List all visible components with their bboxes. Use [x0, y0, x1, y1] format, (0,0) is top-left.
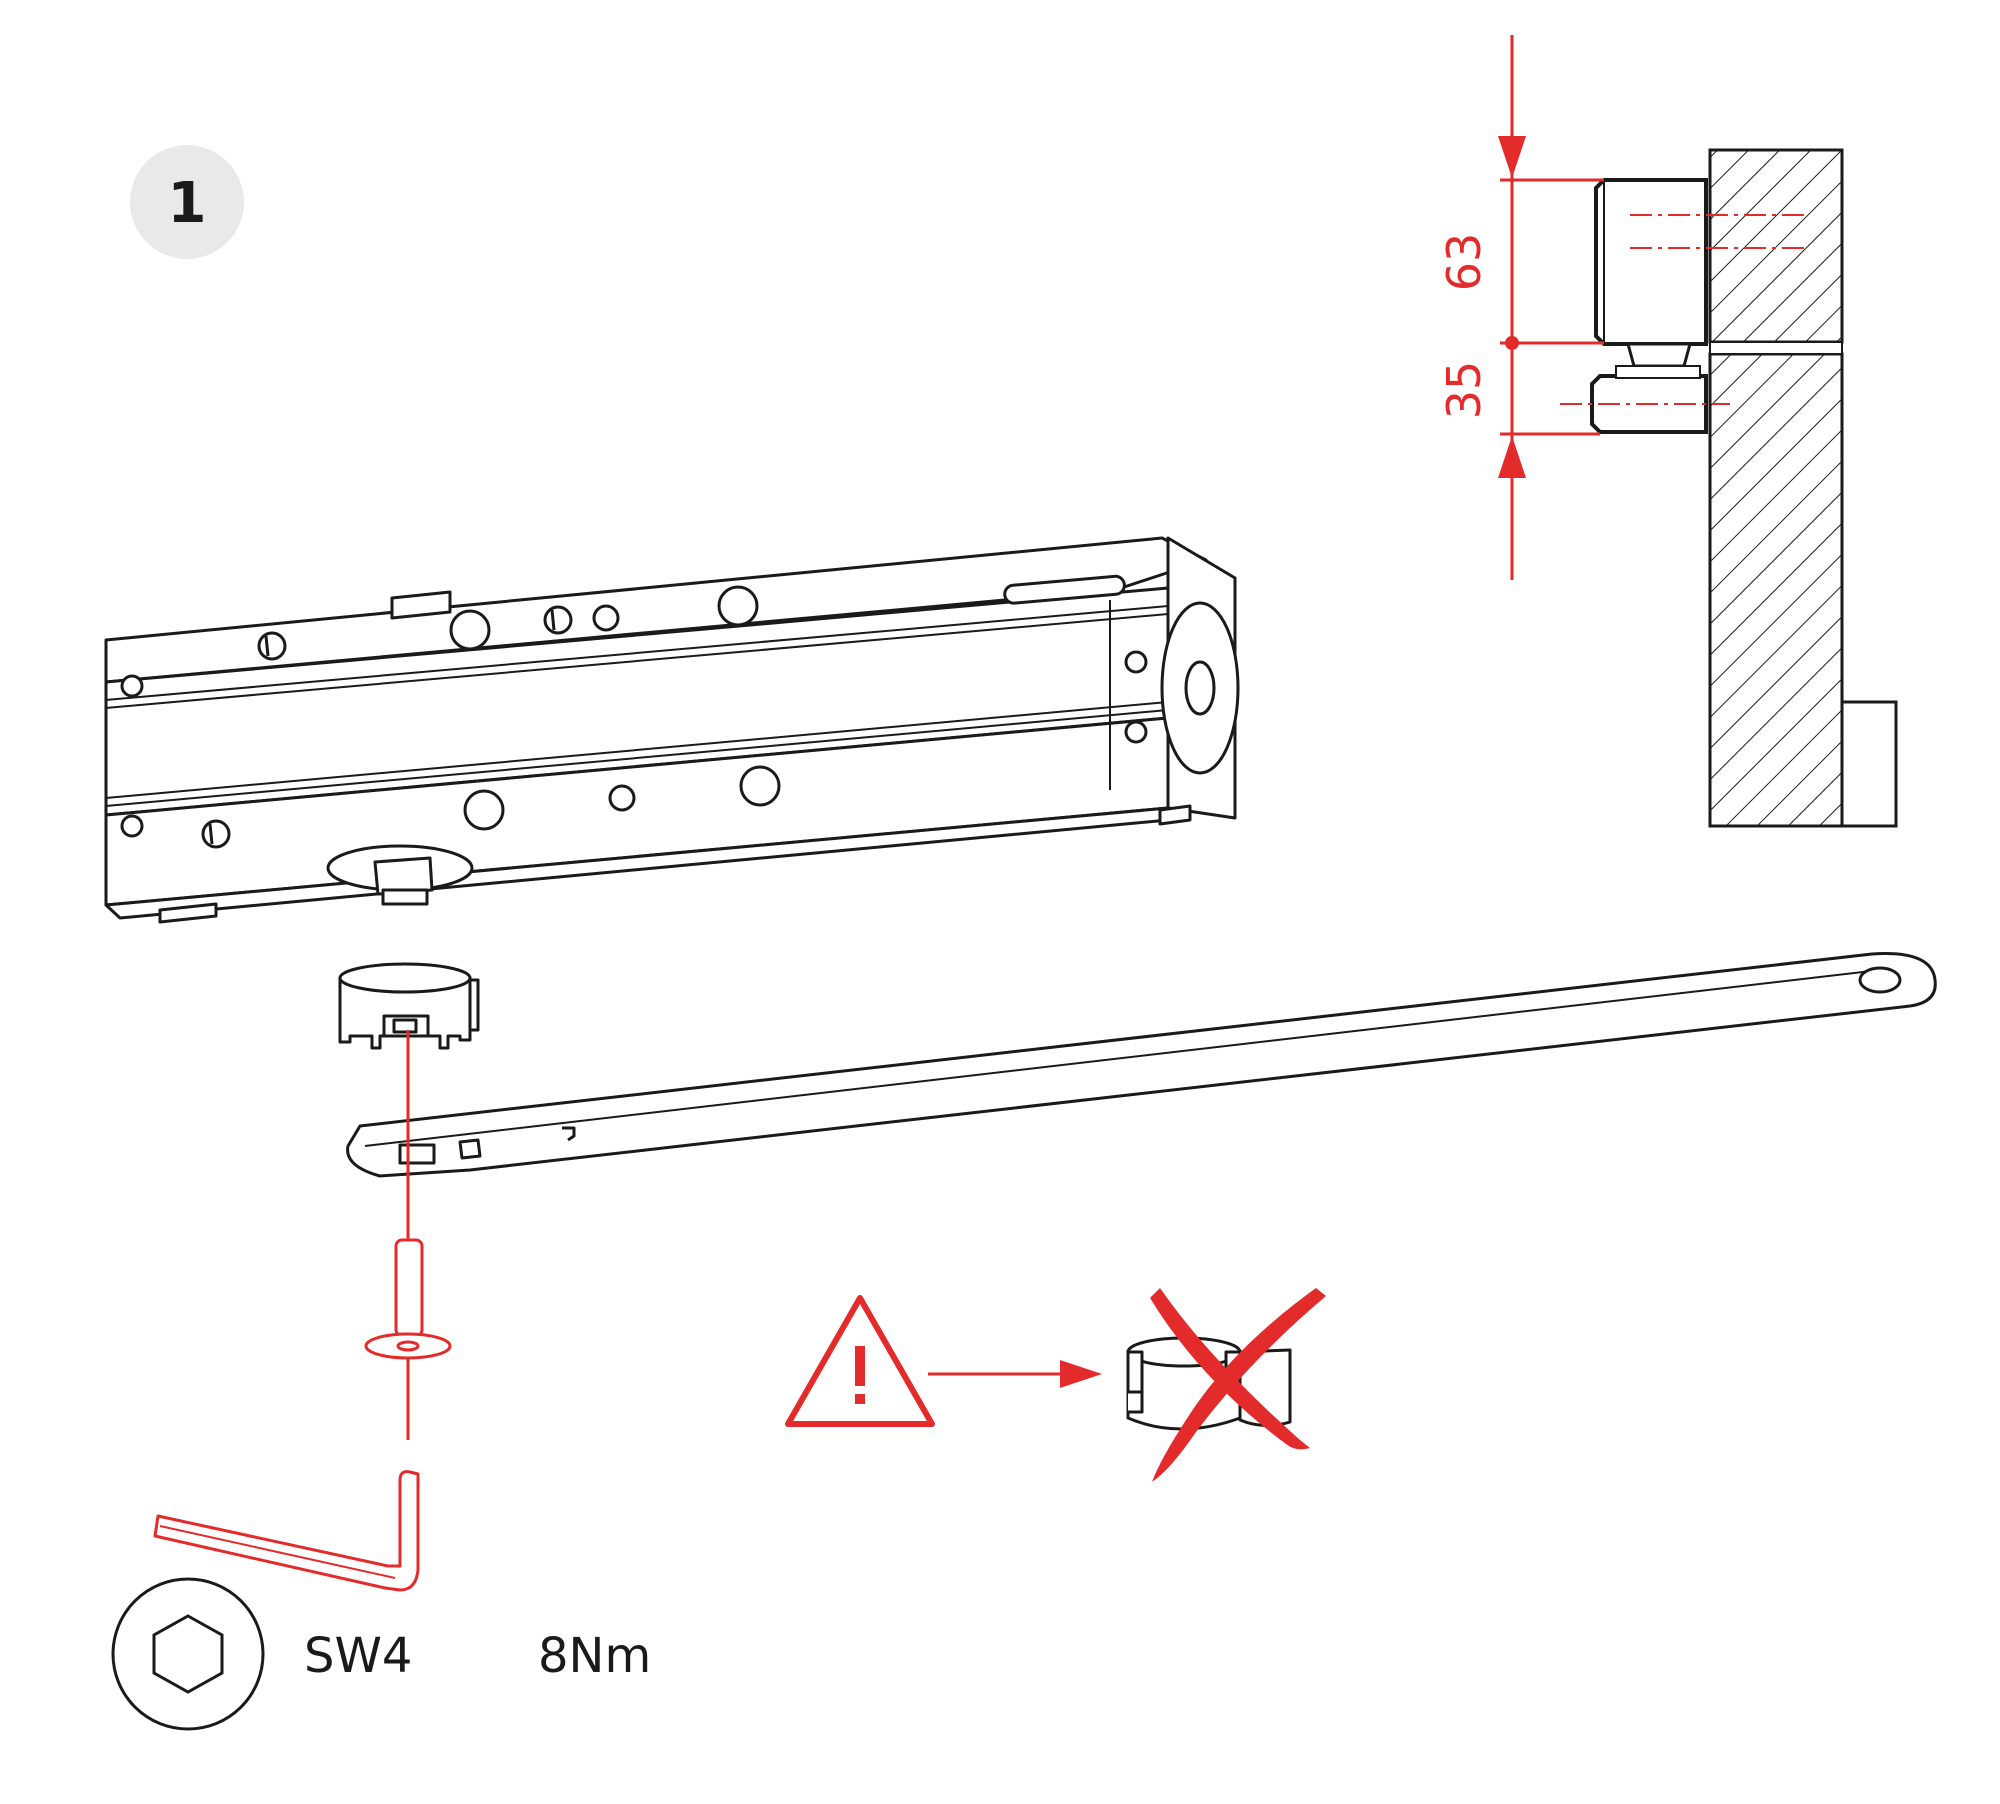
hex-socket-symbol — [111, 1577, 265, 1731]
fixing-screw — [364, 1030, 452, 1440]
arrow-right-icon — [928, 1360, 1102, 1388]
door-leaf-section — [1708, 352, 1844, 828]
closer-body-section — [1594, 178, 1708, 346]
torque-label: 8Nm — [538, 1628, 651, 1684]
step-number: 1 — [168, 171, 207, 236]
cross-out-icon — [1150, 1288, 1326, 1482]
step-badge: 1 — [130, 145, 244, 259]
screw-heads — [201, 585, 781, 849]
closer-arm — [346, 952, 1937, 1178]
hex-key-icon — [153, 1470, 420, 1592]
warning-triangle-icon — [785, 1295, 935, 1427]
hex-size-label: SW4 — [304, 1628, 412, 1684]
section-view: 63 35 — [1437, 35, 1898, 828]
door-closer-body — [104, 536, 1240, 924]
door-stop — [1840, 700, 1898, 828]
dimension-upper: 63 — [1437, 233, 1491, 292]
adapter-nut — [338, 962, 480, 1050]
frame-section — [1708, 148, 1844, 344]
dimension-lower: 35 — [1437, 361, 1491, 420]
